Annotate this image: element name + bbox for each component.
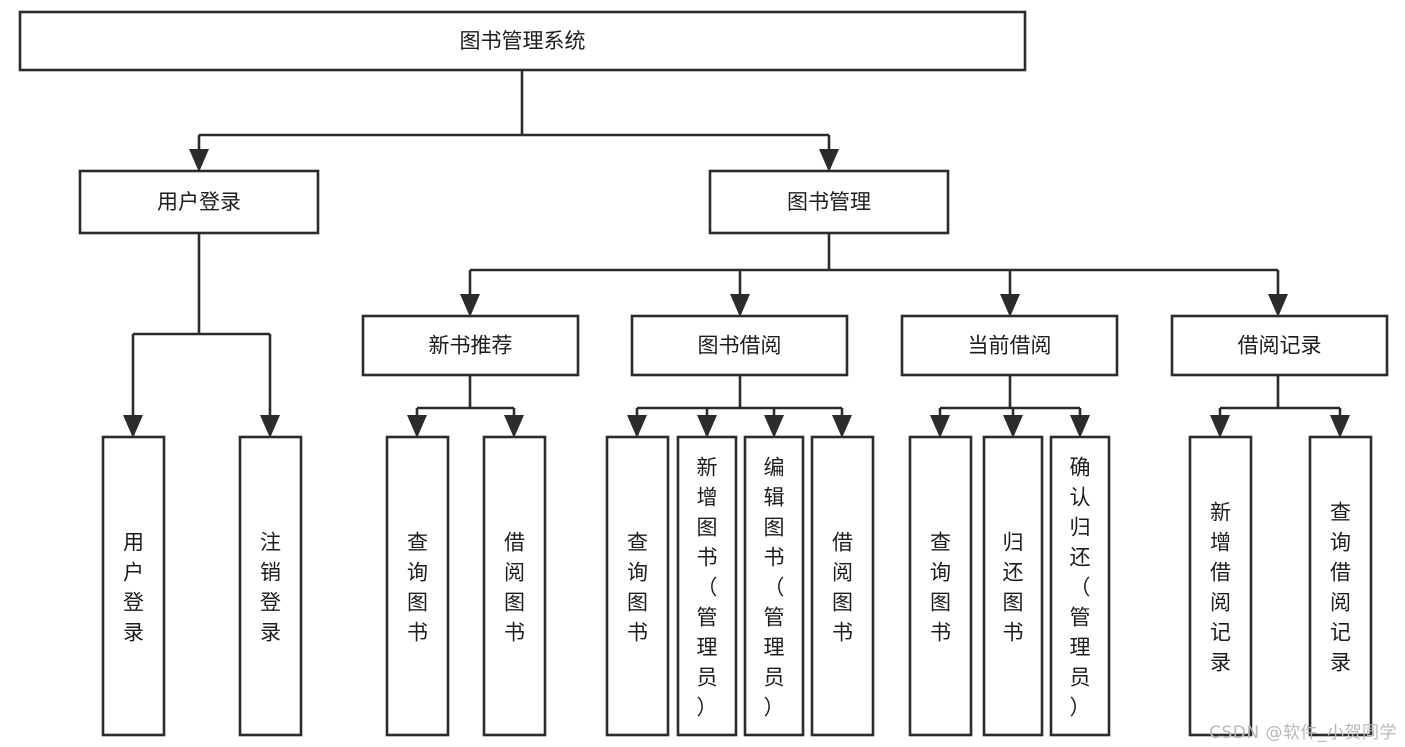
node-box[interactable] xyxy=(1049,435,1111,737)
connector-bar-user-login xyxy=(133,233,270,336)
node-label: 查询图书 xyxy=(627,530,648,644)
node-label: 图书管理系统 xyxy=(460,29,586,53)
arrow-to-leaf-confirm-return-admin xyxy=(1070,408,1090,438)
arrow-to-book-borrow xyxy=(730,270,750,317)
node-leaf-edit-book-admin[interactable]: 编辑图书（管理员） xyxy=(743,435,805,737)
node-label: 用户登录 xyxy=(123,530,144,644)
arrow-to-leaf-user-logout xyxy=(260,334,280,438)
connector-bar-borrow-record xyxy=(1220,375,1340,410)
node-box[interactable] xyxy=(743,435,805,737)
node-borrow-record[interactable]: 借阅记录 xyxy=(1170,314,1389,377)
node-box[interactable] xyxy=(900,314,1119,377)
arrow-to-leaf-query-book-cur xyxy=(930,408,950,438)
arrow-to-leaf-query-book-rec xyxy=(407,408,427,438)
connector-bar-current-borrow xyxy=(940,375,1080,410)
arrow-to-leaf-return-book xyxy=(1003,408,1023,438)
node-current-borrow[interactable]: 当前借阅 xyxy=(900,314,1119,377)
node-new-book-rec[interactable]: 新书推荐 xyxy=(361,314,580,377)
node-box[interactable] xyxy=(1308,435,1373,737)
node-leaf-query-book-bor[interactable]: 查询图书 xyxy=(605,435,670,737)
node-box[interactable] xyxy=(1188,435,1253,737)
node-box[interactable] xyxy=(482,435,547,737)
node-label: 注销登录 xyxy=(260,530,281,644)
arrow-to-user-login xyxy=(189,135,209,172)
node-book-manage[interactable]: 图书管理 xyxy=(708,169,950,235)
node-box[interactable] xyxy=(385,435,450,737)
arrow-to-leaf-add-borrow-record xyxy=(1210,408,1230,438)
node-box[interactable] xyxy=(605,435,670,737)
arrow-to-leaf-query-borrow-record xyxy=(1330,408,1350,438)
connectors-layer xyxy=(133,70,1340,410)
watermark-text: CSDN @软件_小贺同学 xyxy=(1209,723,1397,743)
nodes-layer: 图书管理系统用户登录图书管理新书推荐图书借阅当前借阅借阅记录用户登录注销登录查询… xyxy=(18,10,1389,737)
node-box[interactable] xyxy=(18,10,1027,72)
node-label: 编辑图书（管理员） xyxy=(764,455,785,719)
arrow-to-current-borrow xyxy=(1000,270,1020,317)
node-leaf-borrow-book-rec[interactable]: 借阅图书 xyxy=(482,435,547,737)
node-label: 确认归还（管理员） xyxy=(1070,455,1091,719)
connector-bar-new-book-rec xyxy=(417,375,514,410)
node-label: 用户登录 xyxy=(157,190,241,214)
node-root[interactable]: 图书管理系统 xyxy=(18,10,1027,72)
node-box[interactable] xyxy=(630,314,849,377)
node-label: 查询借阅记录 xyxy=(1330,500,1351,674)
arrowheads-layer xyxy=(123,135,1350,438)
connector-bar-root xyxy=(199,70,829,137)
node-label: 图书管理 xyxy=(787,190,871,214)
arrow-to-borrow-record xyxy=(1268,270,1288,317)
node-box[interactable] xyxy=(908,435,973,737)
node-leaf-user-login[interactable]: 用户登录 xyxy=(101,435,166,737)
node-leaf-return-book[interactable]: 归还图书 xyxy=(982,435,1044,737)
node-label: 归还图书 xyxy=(1003,530,1024,644)
node-leaf-query-book-rec[interactable]: 查询图书 xyxy=(385,435,450,737)
node-box[interactable] xyxy=(676,435,738,737)
arrow-to-leaf-query-book-bor xyxy=(627,408,647,438)
node-label: 借阅图书 xyxy=(832,530,853,644)
arrow-to-leaf-borrow-book-rec xyxy=(504,408,524,438)
node-label: 查询图书 xyxy=(407,530,428,644)
node-box[interactable] xyxy=(1170,314,1389,377)
node-box[interactable] xyxy=(78,169,320,235)
node-label: 新增图书（管理员） xyxy=(697,455,718,719)
node-box[interactable] xyxy=(361,314,580,377)
node-leaf-add-book-admin[interactable]: 新增图书（管理员） xyxy=(676,435,738,737)
node-label: 借阅图书 xyxy=(504,530,525,644)
node-box[interactable] xyxy=(982,435,1044,737)
node-box[interactable] xyxy=(238,435,303,737)
arrow-to-new-book-rec xyxy=(460,270,480,317)
arrow-to-book-manage xyxy=(819,135,839,172)
node-book-borrow[interactable]: 图书借阅 xyxy=(630,314,849,377)
node-box[interactable] xyxy=(708,169,950,235)
node-label: 新增借阅记录 xyxy=(1210,500,1231,674)
node-box[interactable] xyxy=(810,435,875,737)
node-label: 查询图书 xyxy=(930,530,951,644)
node-label: 借阅记录 xyxy=(1238,334,1322,358)
node-leaf-add-borrow-record[interactable]: 新增借阅记录 xyxy=(1188,435,1253,737)
node-box[interactable] xyxy=(101,435,166,737)
node-label: 新书推荐 xyxy=(429,334,513,358)
connector-bar-book-manage xyxy=(470,233,1278,272)
arrow-to-leaf-edit-book-admin xyxy=(764,408,784,438)
node-leaf-user-logout[interactable]: 注销登录 xyxy=(238,435,303,737)
arrow-to-leaf-borrow-book-bor xyxy=(832,408,852,438)
node-label: 当前借阅 xyxy=(968,334,1052,358)
node-user-login[interactable]: 用户登录 xyxy=(78,169,320,235)
node-label: 图书借阅 xyxy=(698,334,782,358)
connector-bar-book-borrow xyxy=(637,375,842,410)
arrow-to-leaf-add-book-admin xyxy=(697,408,717,438)
node-leaf-borrow-book-bor[interactable]: 借阅图书 xyxy=(810,435,875,737)
node-leaf-query-borrow-record[interactable]: 查询借阅记录 xyxy=(1308,435,1373,737)
arrow-to-leaf-user-login xyxy=(123,334,143,438)
node-leaf-query-book-cur[interactable]: 查询图书 xyxy=(908,435,973,737)
node-leaf-confirm-return-admin[interactable]: 确认归还（管理员） xyxy=(1049,435,1111,737)
